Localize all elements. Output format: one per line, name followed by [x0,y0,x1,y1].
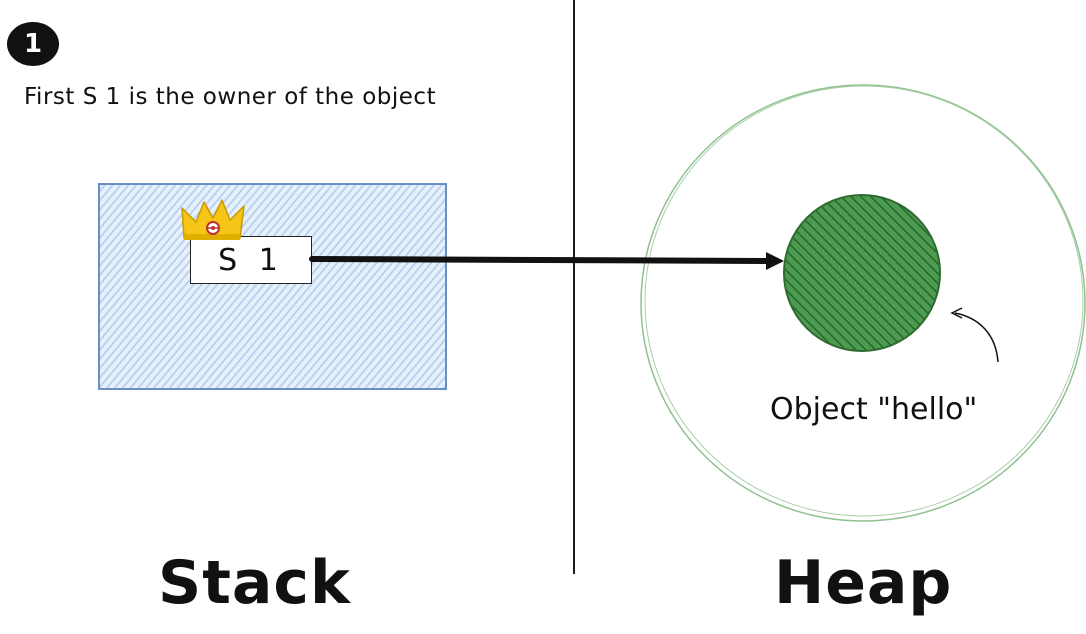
stack-heap-divider [573,0,575,574]
stack-frame [98,183,447,390]
step-number-badge: 1 [7,22,59,66]
caption: First S 1 is the owner of the object [24,84,437,110]
crown-icon [181,199,245,240]
heap-object-label: Object "hello" [770,392,978,427]
heap-object-circle [783,194,941,352]
step-number: 1 [23,29,43,59]
variable-name: S 1 [218,242,284,278]
ownership-arrow [309,252,784,270]
stack-section-label: Stack [158,548,351,618]
label-pointer-arrow [950,307,999,363]
variable-s1-box: S 1 [190,236,312,284]
heap-boundary-ring [640,84,1086,522]
heap-section-label: Heap [774,548,953,618]
